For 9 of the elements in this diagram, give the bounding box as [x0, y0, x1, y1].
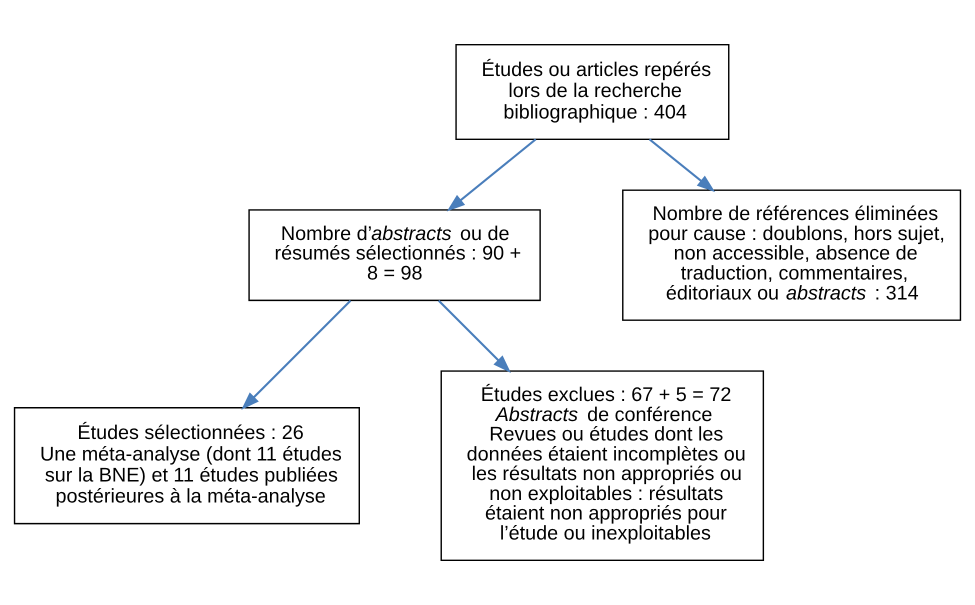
- node-box: Nombre de références éliminées pour cause : doublons, hors sujet, non accessible, absence de traduction, commentaires, éditoriaux ou abstracts : 314: [622, 189, 962, 321]
- node-box: Études exclues : 67 + 5 = 72 Abstracts de conférence Revues ou études dont les données étaient incomplètes ou les résultats non appropriés ou non exploitables : résultats étaient non appropriés pour l’étude ou inexploitables: [440, 370, 764, 562]
- arrow: [438, 300, 511, 373]
- arrow: [241, 300, 352, 410]
- node-box: Études sélectionnées : 26 Une méta-analyse (dont 11 études sur la BNE) et 11 études publiées postérieures à la méta-analyse: [14, 407, 360, 524]
- node-box: Nombre d’abstracts ou de résumés sélectionnés : 90 + 8 = 98: [248, 209, 541, 302]
- node-box: Études ou articles repérés lors de la recherche bibliographique : 404: [455, 44, 730, 140]
- arrow: [648, 138, 716, 192]
- arrow: [446, 138, 536, 212]
